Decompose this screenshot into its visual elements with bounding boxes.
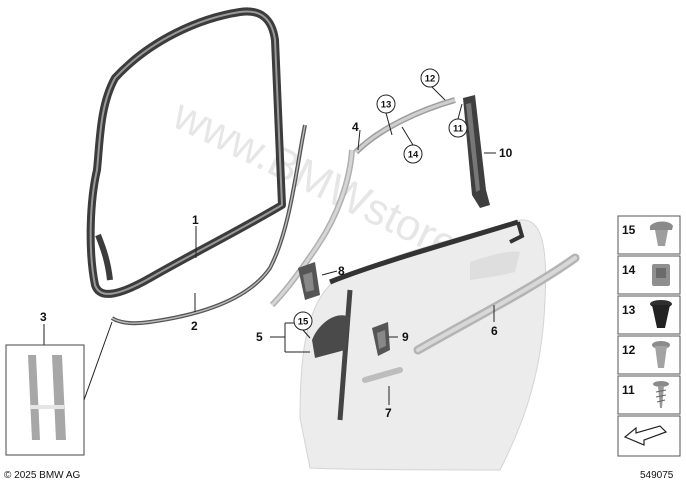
bracket-part-8: [298, 262, 320, 300]
bracket-part-9: [372, 322, 390, 356]
svg-text:14: 14: [408, 150, 419, 161]
svg-text:15: 15: [298, 317, 309, 328]
svg-text:12: 12: [425, 74, 436, 85]
leader-lines: [43, 84, 496, 405]
svg-text:14: 14: [622, 263, 636, 277]
legend-item-12: 12: [617, 335, 681, 375]
legend-item-14: 14: [617, 255, 681, 295]
plastic-expanding-nut-icon: [650, 300, 672, 328]
expanding-rivet-icon: [650, 221, 673, 246]
mirror-bracket-part-5: [312, 315, 350, 358]
inset-box-part-3: [5, 321, 113, 456]
screw-icon: [653, 381, 669, 408]
circle-callout-11: 11: [448, 118, 468, 138]
svg-text:11: 11: [622, 383, 635, 397]
copyright: © 2025 BMW AG: [4, 470, 81, 481]
pillar-trim-part-10: [463, 95, 490, 208]
callout-3: 3: [40, 310, 47, 324]
callout-7: 7: [385, 406, 392, 420]
callout-9: 9: [402, 330, 409, 344]
circle-callout-15: 15: [293, 311, 313, 331]
circle-callout-14: 14: [403, 144, 423, 164]
callout-4: 4: [352, 120, 359, 134]
callout-6: 6: [491, 324, 498, 338]
svg-text:15: 15: [622, 223, 636, 237]
sheet-nut-icon: [652, 264, 670, 286]
door-edge-seal-part-2: [110, 124, 307, 326]
svg-text:13: 13: [381, 100, 392, 111]
legend-item-13: 13: [617, 295, 681, 335]
trim-part-7: [362, 367, 403, 383]
svg-text:11: 11: [453, 124, 464, 135]
legend-item-15: 15: [617, 215, 681, 255]
circle-callout-12: 12: [420, 68, 440, 88]
diagram-number: 549075: [640, 470, 674, 481]
belt-molding-part-6: [413, 253, 580, 355]
svg-text:12: 12: [622, 343, 636, 357]
callout-2: 2: [191, 319, 198, 333]
expanding-rivet-small-icon: [652, 341, 670, 368]
svg-text:13: 13: [622, 303, 636, 317]
legend-item-11: 11: [617, 375, 681, 415]
callout-10: 10: [499, 146, 513, 160]
callout-1: 1: [192, 213, 199, 227]
callout-8: 8: [338, 264, 345, 278]
window-frame: [329, 219, 525, 421]
upper-trim-strip: [353, 97, 456, 155]
door-frame-seal-part-1: [86, 7, 286, 298]
callout-5: 5: [256, 330, 263, 344]
window-guide-part-4: [269, 149, 355, 308]
fastener-legend: 15 14 13 12: [617, 215, 681, 457]
orientation-arrow-box: [617, 415, 681, 457]
arrow-icon: [623, 425, 668, 446]
circle-callout-13: 13: [376, 94, 396, 114]
